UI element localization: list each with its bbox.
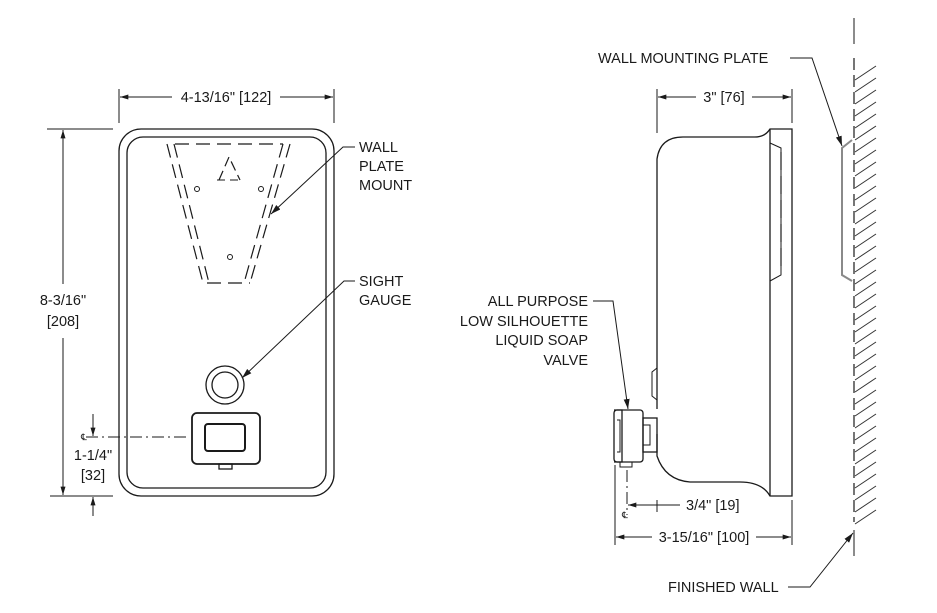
valve-offset-centerline-mark: ℄ (621, 510, 628, 520)
housing-inner-outline (126, 136, 327, 489)
width-dimension: 4-13/16" [122] (118, 89, 335, 123)
hatch-line (854, 389, 877, 405)
hatch-line (854, 233, 877, 249)
soap-valve-front (191, 412, 261, 470)
callout-wall-mounting-plate: WALL MOUNTING PLATE (598, 51, 843, 147)
callout-finished-wall: FINISHED WALL (668, 532, 854, 596)
housing-outer-outline (118, 128, 335, 497)
hatch-line (854, 149, 877, 165)
hatch-line (854, 497, 877, 513)
valve-offset-dimension: ℄ 3/4" [19] (621, 470, 740, 520)
hatch-line (854, 377, 877, 393)
hatch-line (854, 485, 877, 501)
hatch-line (854, 509, 877, 525)
hatch-line (854, 353, 877, 369)
hatch-line (854, 89, 877, 105)
hatch-line (854, 185, 877, 201)
soap-valve-side (613, 367, 658, 468)
hatch-line (854, 113, 877, 129)
hatch-line (854, 329, 877, 345)
hatch-line (854, 401, 877, 417)
sight-gauge (205, 365, 245, 405)
depth-dimension: 3" [76] (656, 89, 793, 133)
callout-wall-plate-mount: WALL PLATE MOUNT (270, 140, 412, 215)
depth-dimension-label: 3" [76] (703, 90, 744, 106)
hatch-line (854, 137, 877, 153)
hatch-line (854, 413, 877, 429)
hatch-line (854, 365, 877, 381)
callout-soap-valve-line2: LOW SILHOUETTE (460, 314, 588, 330)
hatch-line (854, 245, 877, 261)
callout-sight-gauge-line2: GAUGE (359, 293, 412, 309)
hatch-line (854, 317, 877, 333)
callout-wall-plate-mount-line3: MOUNT (359, 178, 412, 194)
callout-soap-valve: ALL PURPOSE LOW SILHOUETTE LIQUID SOAP V… (460, 294, 630, 410)
finished-wall (853, 18, 877, 556)
hatch-line (854, 125, 877, 141)
callout-soap-valve-line3: LIQUID SOAP (495, 333, 588, 349)
valve-centerline-mark: ℄ (80, 432, 87, 442)
callout-wall-plate-mount-line1: WALL (359, 140, 398, 156)
valve-height-dimension: ℄ 1-1/4" [32] (74, 414, 186, 516)
callout-wall-plate-mount-line2: PLATE (359, 159, 404, 175)
side-view: 3" [76] ℄ 3/4" [19] 3-15/16" [100] WALL … (460, 18, 877, 596)
hatch-line (854, 473, 877, 489)
hatch-line (854, 341, 877, 357)
hatch-line (854, 161, 877, 177)
callout-sight-gauge: SIGHT GAUGE (241, 274, 412, 379)
hatch-line (854, 257, 877, 273)
hatch-line (854, 65, 877, 81)
callout-wall-mounting-plate-label: WALL MOUNTING PLATE (598, 51, 769, 67)
callout-finished-wall-label: FINISHED WALL (668, 580, 779, 596)
hatch-line (854, 209, 877, 225)
height-dimension-label-inches: 8-3/16" (40, 293, 86, 309)
hatch-line (854, 293, 877, 309)
hatch-line (854, 281, 877, 297)
callout-soap-valve-line4: VALVE (543, 353, 588, 369)
hatch-line (854, 77, 877, 93)
hatch-line (854, 173, 877, 189)
housing-side-profile (656, 128, 793, 497)
valve-offset-label: 3/4" [19] (686, 498, 740, 514)
hatch-line (854, 305, 877, 321)
callout-sight-gauge-line1: SIGHT (359, 274, 403, 290)
height-dimension-label-mm: [208] (47, 314, 79, 330)
height-dimension: 8-3/16" [208] (40, 128, 113, 497)
front-view: 4-13/16" [122] 8-3/16" [208] ℄ 1-1/4" [3… (40, 89, 412, 516)
overall-depth-dimension: 3-15/16" [100] (614, 465, 793, 546)
wall-plate-mount-hidden-lines (166, 143, 291, 284)
hatch-line (854, 461, 877, 477)
hatch-line (854, 221, 877, 237)
valve-height-label-mm: [32] (81, 468, 105, 484)
hatch-line (854, 425, 877, 441)
overall-depth-label: 3-15/16" [100] (659, 530, 750, 546)
hatch-line (854, 449, 877, 465)
hatch-line (854, 269, 877, 285)
wall-hatching (854, 65, 877, 525)
hatch-line (854, 437, 877, 453)
valve-height-label-inches: 1-1/4" (74, 448, 112, 464)
hatch-line (854, 197, 877, 213)
width-dimension-label: 4-13/16" [122] (181, 90, 272, 106)
hatch-line (854, 101, 877, 117)
callout-soap-valve-line1: ALL PURPOSE (488, 294, 589, 310)
wall-mounting-plate (841, 139, 853, 282)
